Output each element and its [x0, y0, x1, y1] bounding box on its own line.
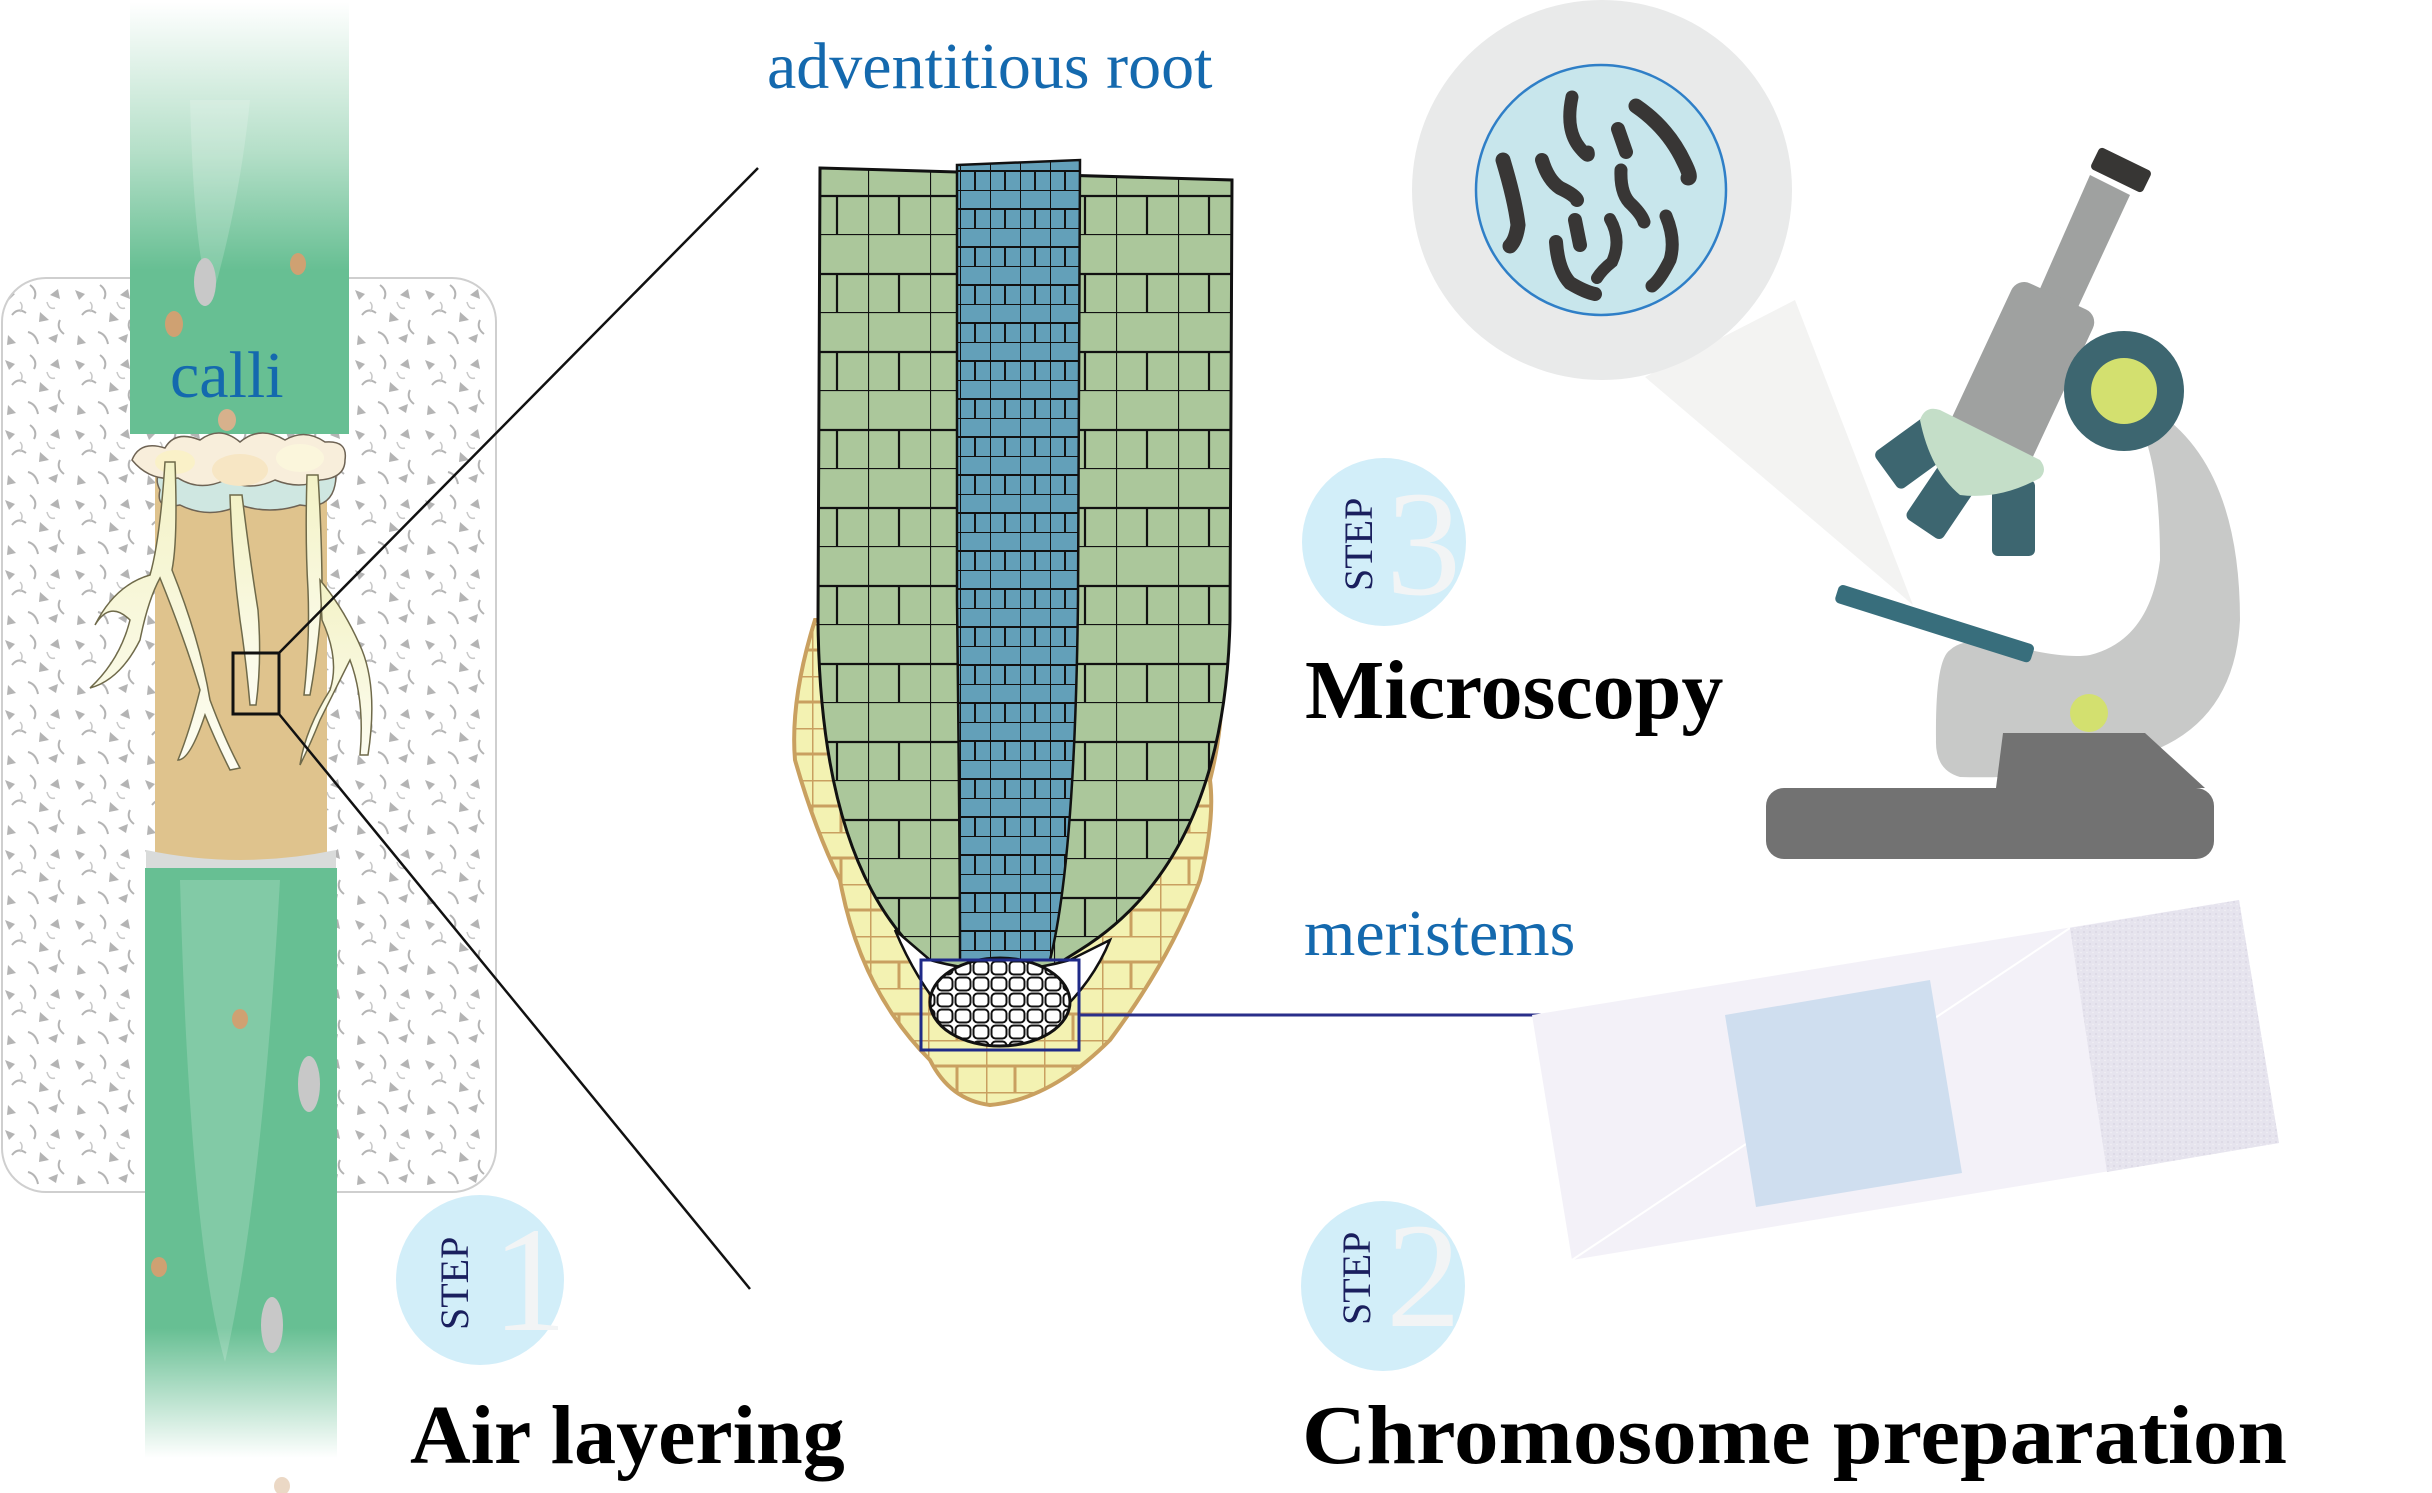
- root-stele: [957, 160, 1080, 960]
- eyepiece-cap: [2091, 147, 2151, 193]
- step-2-word: STEP: [1334, 1232, 1379, 1325]
- meristem-highlight-box: [919, 958, 1081, 1052]
- coverslip: [1725, 980, 1962, 1207]
- step-3-title: Microscopy: [1305, 644, 1723, 737]
- step-2-title: Chromosome preparation: [1302, 1389, 2287, 1482]
- zoom-source-box: [231, 651, 281, 716]
- step-3-number: 3: [1386, 461, 1461, 627]
- step-1-word: STEP: [432, 1237, 477, 1330]
- calli-label: calli: [170, 339, 284, 412]
- coarse-focus-knob-center: [2091, 358, 2157, 424]
- upper-stem: [130, 2, 349, 434]
- nosepiece: [1920, 408, 2044, 496]
- slide-frosted-end: [2070, 900, 2279, 1172]
- adventitious-root-label: adventitious root: [767, 30, 1212, 103]
- microscope-slide: [1532, 900, 2279, 1261]
- microscope-arm: [1935, 400, 2240, 778]
- step-3-word: STEP: [1336, 498, 1381, 591]
- microscope-base: [1766, 788, 2214, 859]
- objective-right: [1992, 480, 2035, 556]
- zoom-lines: [278, 167, 759, 1290]
- air-layering-illustration: [1, 2, 497, 1493]
- microscope-body: [1945, 282, 2095, 474]
- step-1-title: Air layering: [410, 1389, 845, 1482]
- step-3-badge: 3 STEP: [1302, 458, 1466, 627]
- meristem-zone: [928, 956, 1072, 1048]
- chromosomes: [1495, 90, 1697, 301]
- microscope-stage: [1835, 585, 2034, 663]
- step-1-number: 1: [492, 1197, 567, 1363]
- eyepiece-tube: [2035, 175, 2130, 318]
- microscope: [1766, 147, 2240, 859]
- microscope-pillar: [1996, 733, 2205, 788]
- step-1-badge: 1 STEP: [396, 1195, 567, 1365]
- step-2-badge: 2 STEP: [1301, 1193, 1465, 1371]
- step-2-number: 2: [1386, 1193, 1461, 1359]
- meristems-label: meristems: [1304, 897, 1575, 970]
- magnified-view: [1412, 0, 1913, 605]
- lower-stem: [145, 868, 337, 1458]
- fine-focus-knob: [2070, 694, 2108, 732]
- root-tip-section: [792, 158, 1234, 1108]
